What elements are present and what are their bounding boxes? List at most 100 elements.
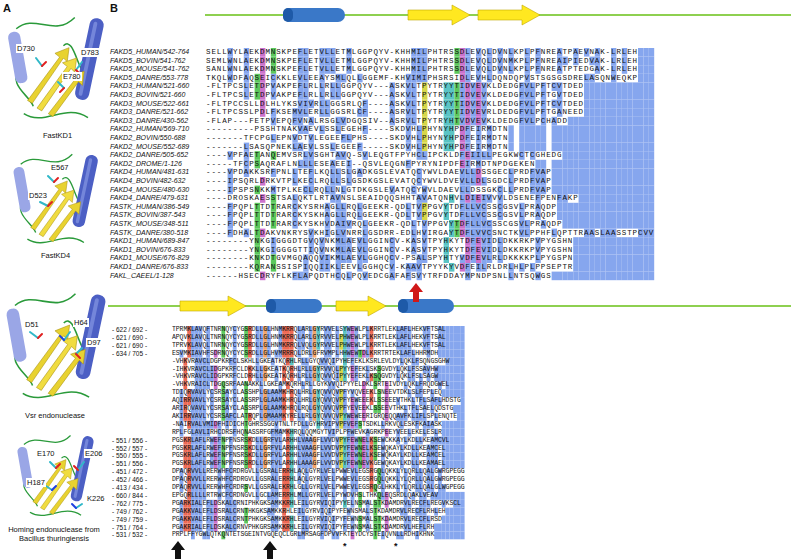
sequence-name: FAKD1_DANRE/676-833 <box>110 263 188 272</box>
sequence-name: FAKD2_MOUSE/552-689 <box>110 143 189 152</box>
sequence-name: FASTK_DANRE/380-518 <box>110 229 188 238</box>
aligned-sequence: PGAKRIALEFLDSKALCRNVPHKGRSAMKKRHLEILGYRV… <box>172 524 434 532</box>
sequence-name: FAKD2_BOVIN/550-688 <box>110 134 185 143</box>
aligned-sequence: -VHKVRAICLTDGQSRFAANAKKLLGKEAMKQRHLRLLGY… <box>172 381 449 389</box>
residue-range: - 451 / 472 - <box>112 468 147 476</box>
panel-letter: A <box>3 2 11 14</box>
aligned-sequence: SANLWNLAEKDMNSKPEFLETVLLETMLGGPQYV-KHHMI… <box>206 65 638 74</box>
sequence-name: FAKD4_BOVIN/482-632 <box>110 177 185 186</box>
aligned-sequence: ----VPDAKKSRFPNLLTEFLKQLLSLGADKGSLEVATQC… <box>206 168 552 177</box>
sequence-name: FAKD2_DANRE/505-652 <box>110 151 188 160</box>
aligned-sequence: ----VPFAETANQEMVSRLVSGHTAVQ-SVLEQGTFPYHC… <box>206 151 562 160</box>
structure-caption: Homing endonuclease from Bacillus thurin… <box>3 525 105 543</box>
aligned-sequence: ----FPQPLTTDTRARCKYSRHAGLLRQLGEEKR-QDLTV… <box>206 203 557 212</box>
residue-range: - 749 / 759 - <box>112 516 147 524</box>
structure-caption: FastKD1 <box>42 131 73 140</box>
aligned-sequence: -------LSASQPNEKLAEVLSSLEGEEF-----SKDVHL… <box>206 143 508 152</box>
panel-letter: B <box>110 2 118 14</box>
sequence-name: FAKD5_BOVIN/541-762 <box>110 57 185 66</box>
aligned-sequence: APQVKLAVQLTNRNQYCYGSRDLLGLHNMKRRQLARLGYR… <box>172 334 446 342</box>
sequence-name: FASTK_BOVIN/387-543 <box>110 211 185 220</box>
residue-range: - 751 / 764 - <box>112 524 147 532</box>
aligned-sequence: ----IPSPSNKKMTPLKECLRQLLNLGTDKGSLEVATQCY… <box>206 186 552 195</box>
aligned-sequence: -FLTPCCSLLDLHLYKSVIVRLLGGSRLQF----ASKVLT… <box>206 100 584 109</box>
aligned-sequence: -VHKVRAVCLDGPKRFCLSKHLLGKEATKQRHLRLLGYQV… <box>172 358 449 366</box>
aligned-sequence: ESVMKIAVHFSDRNQYCYCSRDLLGLHVMRRRQLDRLGFR… <box>172 350 438 358</box>
aligned-sequence: AQIRRVAVLYCSRSAYCLASSRPLGLAAMKHRQLHRLGYQ… <box>172 397 461 405</box>
residue-label: D783 <box>80 48 100 57</box>
residue-range: - 749 / 762 - <box>112 508 147 516</box>
aligned-sequence: PGAKKVALEFLDSRALCRNTHKGKSAMKKRHLEILGYRVI… <box>172 508 446 516</box>
aligned-sequence: -FLAP---FETPVEPQFVNALRSGLVDGQSIV--ASRVLT… <box>206 117 568 126</box>
sequence-name: FAKD1_HUMAN/689-847 <box>110 237 189 246</box>
structure-caption: Vsr endonuclease <box>24 411 86 420</box>
aligned-sequence: -----TFCPSAQRAFLNLLLESEAEEI--QSVLEQGNFPY… <box>206 160 535 169</box>
residue-label: D97 <box>86 338 102 347</box>
aligned-sequence: ---------PSSHTNAKVAEVLSSLEGEHF----SKDVHL… <box>206 125 508 134</box>
residue-label: H64 <box>73 318 89 327</box>
aligned-sequence: SEMLWNLAEKDMNSKPEFLETVLLETMLGGPQYV-KHHMI… <box>206 57 638 66</box>
sequence-name: FAKD5_HUMAN/542-764 <box>110 48 189 57</box>
aligned-sequence: TPRVKLAVQLTNRNQYCYGSRDLLGLHNMKRRQLVQLGYR… <box>172 342 446 350</box>
aligned-sequence: ----DROSKAESSTSALQKTLRTAVNSLSEAIDQQSHHTA… <box>206 194 579 203</box>
residue-range: - 551 / 556 - <box>112 460 147 468</box>
residue-range: - 452 / 466 - <box>112 476 147 484</box>
residue-range: - 531 / 532 - <box>112 531 147 539</box>
sequence-name: FAKD4_MOUSE/480-630 <box>110 186 189 195</box>
sequence-name: FASTK_HUMAN/386-549 <box>110 203 189 212</box>
aligned-sequence: ----FPQPLTTDTRARCKYSKHAGLLRQLGEEKR-QDLTV… <box>206 211 557 220</box>
residue-label: K226 <box>86 494 106 503</box>
aligned-sequence: PRPLFFYGWLQTKQNTETSGEINTVGQEQCLGRLMRSAGF… <box>172 531 434 539</box>
aligned-sequence: AKIRRVAVLYCSRSAFCLATRQPLGMAAMKYRELLRLGYQ… <box>172 413 457 421</box>
residue-label: D51 <box>24 320 40 329</box>
sequence-name: FAKD3_HUMAN/521-660 <box>110 82 189 91</box>
sequence-name: FAKD4_HUMAN/481-631 <box>110 168 189 177</box>
aligned-sequence: PGAKKVALEFLDSRALCRNTPHKGKSAMKKRHLEILGYRV… <box>172 516 442 524</box>
residue-label: D730 <box>16 44 36 53</box>
aligned-sequence: -IHKVRAVCLIDGPKRFCLDKKLLGKEATKQRHLRLLGYR… <box>172 366 438 374</box>
residue-range: - 622 / 692 - <box>112 326 147 334</box>
aligned-sequence: PGARKIALEFLDSKALCRNIPHKGKSAMKKRHLEILGYRV… <box>172 500 461 508</box>
residue-range: - 621 / 690 - <box>112 342 147 350</box>
residue-range: - 634 / 705 - <box>112 350 147 358</box>
aligned-sequence: PGSKRLAFLRWEFNPFNSRSRDLLGRFVLARHHLAAAGFL… <box>172 460 446 468</box>
sequence-name: FAKL_CAEEL/1-128 <box>110 272 174 281</box>
residue-range: - 621 / 690 - <box>112 334 147 342</box>
conservation-mark: * <box>394 541 398 551</box>
aligned-sequence: PGSKRLAFLRWEFNPFNSRSKDLLGRFVLARHHLVAAGFL… <box>172 445 446 453</box>
aligned-sequence: -FLTPCSLETDPVAKPEFLRLLRLLGGPQYV---ASKVLT… <box>206 91 584 100</box>
aligned-sequence: --------KNKDTGVMGQAQQVIKMLAEVLGGHQCV-PSA… <box>206 254 573 263</box>
aligned-sequence: DPAQRVVLLRERWHFCRDRGVLLGSRALERRHLAQLGYRL… <box>172 476 465 484</box>
residue-label: E567 <box>50 163 70 172</box>
aligned-sequence: --------YNKGIGGGGTTIQVNKMLAEVLGGINCV-KAS… <box>206 246 573 255</box>
aligned-sequence: PGSKRLAFLRWEFNPFNSRSKDLLGRFVLARHHLVAAGFL… <box>172 452 446 460</box>
residue-label: E206 <box>84 449 104 458</box>
sequence-name: FAKD5_MOUSE/541-762 <box>110 65 189 74</box>
structure-caption: FastKD4 <box>40 251 71 260</box>
aligned-sequence: -FLTPCSSLPDLFKSEMVLERLLGGSRLCF----ASRVLT… <box>206 108 584 117</box>
sequence-name: FAKD3_DANRE/430-562 <box>110 117 188 126</box>
sequence-name: FAKD3_MOUSE/522-661 <box>110 100 189 109</box>
aligned-sequence: SELLWYLAEKDMNSKPEFLETVLLETMLGGPQYV-KHHMI… <box>206 48 638 57</box>
aligned-sequence: -VHKVRAVCLIDGPKRFCLDRHLLGKEATKQRHLRLLGYQ… <box>172 373 438 381</box>
sequence-name: FAKD2_DROME/1-126 <box>110 160 182 169</box>
aligned-sequence: ----IPSQRLDRKVTPLKECLRQLLSLGSDKGSLEVATQC… <box>206 177 552 186</box>
aligned-sequence: --------YNKGIGGGDTGVQVNKMLAEVLGGINCV-KAS… <box>206 237 573 246</box>
aligned-sequence: -NAIRVALVMIDFHIDICHTGHRSSGGVTNLTFDLLGYHR… <box>172 421 442 429</box>
sequence-name: FAKD5_DANRE/553-778 <box>110 74 188 83</box>
aligned-sequence: PGSKRLAFLRWEFNPFNSRSKDLLGRFVLARHHLVAAGFL… <box>172 437 449 445</box>
sequence-name: FAKD4_DANRE/479-631 <box>110 194 188 203</box>
aligned-sequence: -FLTPCSLETDPVAKPEFLRLLRLLGGPQYV---ASKVLT… <box>206 82 584 91</box>
aligned-sequence: ----FPQPLTTDTRARCKYSKHVDAIVRQLGEEKR-QDLT… <box>206 220 562 229</box>
aligned-sequence: ARIRQVAVLYCSRSAYCLASSRPLGLAAMKHRQLRQLGYQ… <box>172 405 453 413</box>
residue-label: E780 <box>62 72 82 81</box>
aligned-sequence: ------HSECDRYFLKFLAPQDTHCQLPQVEDCGAFAFSV… <box>206 272 552 281</box>
aligned-sequence: -------TFCPGLEPNVDTVLEGEEFLPHS----SKDVHL… <box>206 134 508 143</box>
residue-range: - 413 / 434 - <box>112 484 147 492</box>
residue-range: - 762 / 775 - <box>112 500 147 508</box>
residue-range: - 550 / 555 - <box>112 452 147 460</box>
aligned-sequence: ----FDHALTDAKVNKRYSVKHIGLVNRRLGSDRR-EDLH… <box>206 229 654 238</box>
sequence-name: FAKD3_BOVIN/521-660 <box>110 91 185 100</box>
residue-label: E170 <box>36 449 56 458</box>
residue-label: D523 <box>28 191 48 200</box>
